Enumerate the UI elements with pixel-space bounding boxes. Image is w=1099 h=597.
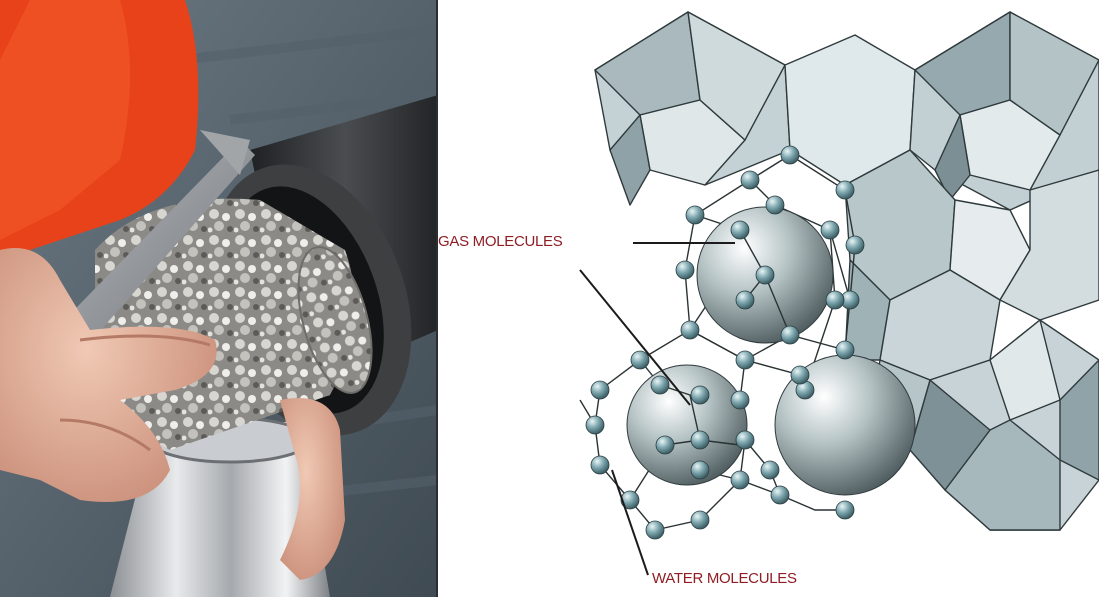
water-molecule [836,501,854,519]
gas-molecule-sphere [627,365,747,485]
water-molecule [591,381,609,399]
water-molecule [781,326,799,344]
water-molecule [686,206,704,224]
water-molecule [646,521,664,539]
water-molecule [836,341,854,359]
water-molecule [741,171,759,189]
water-molecule [736,291,754,309]
gas-molecules-label: GAS MOLECULES [438,233,562,250]
clathrate-structure-diagram [438,0,1099,597]
water-molecule [691,431,709,449]
water-molecule [676,261,694,279]
water-molecule [656,436,674,454]
water-molecule [821,221,839,239]
water-molecule [791,366,809,384]
water-molecule [766,196,784,214]
water-molecule [631,351,649,369]
water-molecule [731,391,749,409]
water-molecule [591,456,609,474]
water-molecule [761,461,779,479]
hydrate-core-photo [0,0,438,597]
water-molecule [826,291,844,309]
water-molecule [736,351,754,369]
water-molecule [586,416,604,434]
water-molecule [731,471,749,489]
water-molecule [651,376,669,394]
water-molecule [756,266,774,284]
water-molecule [691,386,709,404]
water-molecule [771,486,789,504]
water-molecule [846,236,864,254]
water-molecule [731,221,749,239]
water-molecule [691,511,709,529]
water-molecule [836,181,854,199]
water-molecule [681,321,699,339]
water-molecule [781,146,799,164]
water-molecule [691,461,709,479]
water-molecule [736,431,754,449]
water-molecules-label: WATER MOLECULES [652,570,797,587]
